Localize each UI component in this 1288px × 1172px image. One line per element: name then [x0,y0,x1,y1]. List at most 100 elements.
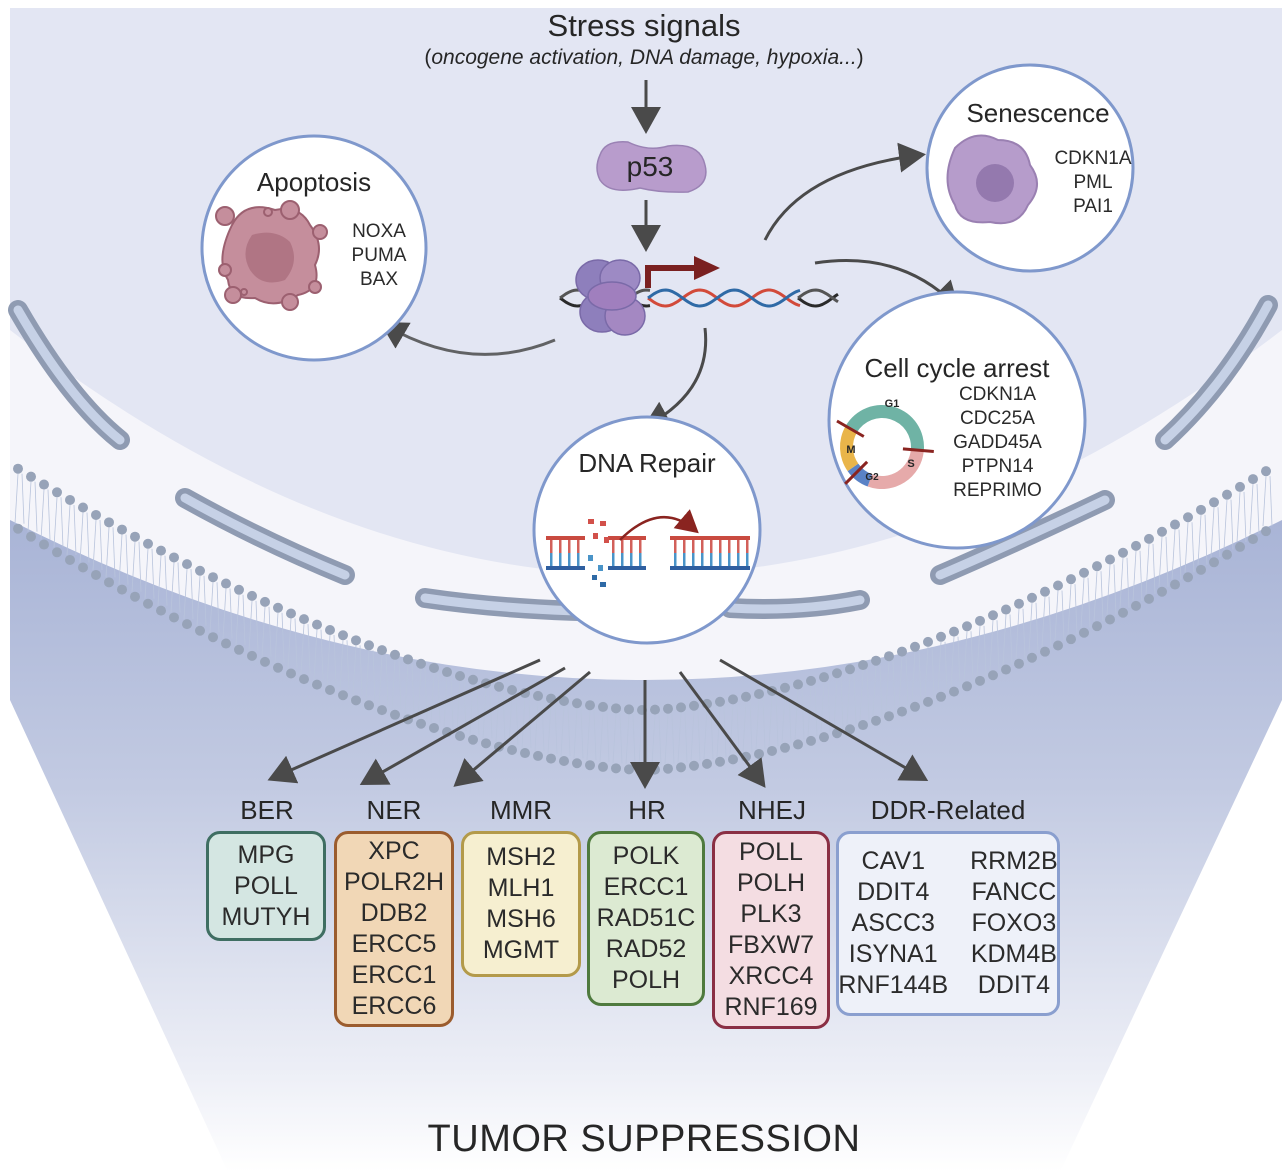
lipid-head [1079,567,1089,578]
lipid-head [975,615,985,626]
lipid-head [169,552,179,563]
lipid-tail [547,703,552,754]
lipid-head [286,668,296,679]
lipid-tail [703,708,708,759]
gene-label: XPC [368,837,420,865]
lipid-tail [118,534,123,585]
arrow-to-apoptosis [379,321,556,356]
lipid-head [377,705,387,716]
lipid-tail [125,534,129,585]
gene-label: GADD45A [953,432,1042,453]
lipid-head [780,682,790,693]
lipid-head [624,704,634,715]
lipid-tail [1113,564,1117,615]
lipid-tail [762,698,766,749]
pathway-label-ber: BER [240,795,294,825]
ladder-rung [559,540,562,553]
arrow-to-senescence [763,142,926,241]
lipid-tail [651,714,656,765]
lipid-tail [196,575,201,626]
lipid-tail [1126,557,1130,608]
lipid-head [351,695,361,706]
dna-strand-black [797,288,839,304]
pathway-label-ner: NER [366,795,422,825]
lipid-head [260,656,270,667]
lipid-tail [1067,584,1072,635]
lipid-tail [1223,499,1228,550]
lipid-head [1157,526,1167,537]
lipid-head [819,732,829,743]
lipid-tail [138,541,142,592]
lipid-head [91,569,101,580]
lipid-head [884,711,894,722]
lipid-tail [1210,507,1215,558]
lipid-tail [229,588,233,639]
gene-label: ERCC6 [351,992,437,1020]
gene-label: MLH1 [487,874,555,902]
gene-label: MGMT [482,936,560,964]
ladder-rail-bottom [546,566,585,570]
lipid-tail [450,677,454,728]
lipid-head [364,640,374,651]
lipid-tail [112,527,116,578]
lipid-head [689,760,699,771]
lipid-tail [339,640,344,691]
lipid-head [1001,604,1011,615]
lipid-tail [632,714,636,765]
lipid-tail [1269,476,1273,527]
lipid-tail [1152,543,1156,594]
lipid-tail [463,680,467,731]
ladder-rung [701,553,704,566]
lipid-head [338,690,348,701]
phase-g2-arc [847,463,873,487]
lipid-tail [60,497,64,548]
lipid-tail [924,646,929,697]
ladder-rung [701,540,704,553]
pathway-box-ber: MPG POLL MUTYH [206,831,326,941]
lipid-head [533,750,543,761]
lipid-head [429,662,439,673]
lipid-tail [677,712,682,763]
lipid-head [689,700,699,711]
lipid-head [884,651,894,662]
lipid-tail [684,712,688,763]
lipid-head [1222,489,1232,500]
lipid-head [988,670,998,681]
lipid-head [611,763,621,774]
lipid-tail [515,694,519,746]
lipid-tail [1035,602,1039,653]
lipid-tail [814,685,818,736]
lipid-tail [391,659,396,710]
apoptosis-gene-list: NOXA PUMA BAX [338,220,420,292]
gene-label: FANCC [971,878,1057,906]
lipid-head [208,572,218,583]
gene-label: MPG [237,840,295,869]
lipid-tail [963,631,968,682]
lipid-head [351,635,361,646]
lipid-tail [599,711,604,762]
lipid-tail [1158,536,1163,587]
lipid-head [936,631,946,642]
lipid-tail [872,665,877,716]
pathway-label-ddr-related: DDR-Related [870,795,1026,825]
lipid-tail [255,600,259,651]
lipid-head [1118,547,1128,558]
lipid-tail [164,555,168,606]
lipid-tail [586,710,591,761]
ladder-rung [559,553,562,566]
cell-cycle-gene-list: CDKN1A CDC25A GADD45A PTPN14 REPRIMO [940,383,1055,503]
lipid-tail [989,620,994,671]
lipid-tail [781,692,786,743]
lipid-tail [359,645,363,696]
lipid-tail [944,641,948,692]
tumor-suppression-label: TUMOR SUPPRESSION [427,1118,861,1160]
lipid-head [26,471,36,482]
lipid-tail [437,672,441,723]
lipid-head [390,649,400,660]
lipid-head [1027,652,1037,663]
ladder-rung [577,540,580,553]
lipid-head [117,524,127,535]
lipid-head [923,696,933,707]
senescent-cell-icon [946,134,1038,225]
dna-repair-circle [532,415,762,645]
